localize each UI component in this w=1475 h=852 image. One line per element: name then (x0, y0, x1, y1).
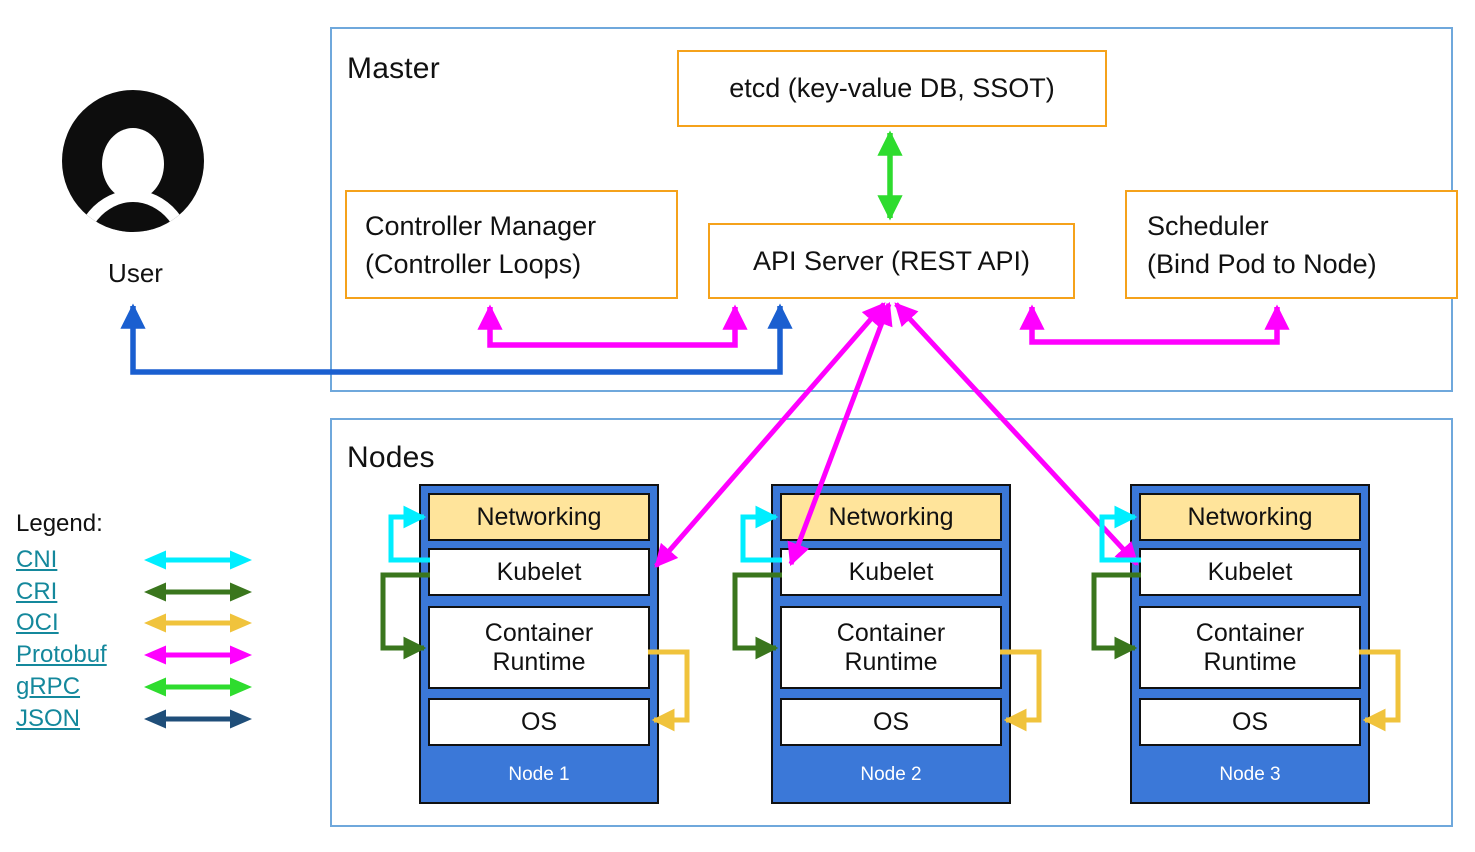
legend-link-oci[interactable]: OCI (16, 609, 59, 637)
scheduler-box: Scheduler (Bind Pod to Node) (1125, 190, 1458, 299)
node-1-name: Node 1 (508, 764, 570, 785)
legend-link-grpc[interactable]: gRPC (16, 673, 81, 701)
node-3-name: Node 3 (1219, 764, 1281, 785)
etcd-box: etcd (key-value DB, SSOT) (677, 50, 1107, 127)
oci-arrow-icon (144, 613, 252, 633)
legend-link-json[interactable]: JSON (16, 704, 81, 732)
controller-manager-label-line1: Controller Manager (365, 210, 597, 241)
cri-arrow-icon (144, 582, 252, 602)
networking-label: Networking (828, 502, 954, 531)
kubelet-label: Kubelet (1207, 557, 1293, 586)
node-2-kubelet-box: Kubelet (780, 548, 1002, 596)
node-2-name: Node 2 (860, 764, 922, 785)
legend-row-json: JSON (16, 703, 276, 735)
scheduler-label-line2: (Bind Pod to Node) (1147, 248, 1377, 279)
grpc-arrow-icon (144, 677, 252, 697)
etcd-label: etcd (key-value DB, SSOT) (729, 73, 1055, 103)
controller-manager-box: Controller Manager (Controller Loops) (345, 190, 678, 299)
controller-manager-label-line2: (Controller Loops) (365, 248, 582, 279)
node-2-container-runtime-box: Container Runtime (780, 606, 1002, 689)
protobuf-arrow-icon (144, 645, 252, 665)
legend-row-oci: OCI (16, 608, 276, 640)
user-icon (62, 90, 204, 232)
os-label: OS (520, 707, 558, 736)
node-3-box: Networking Kubelet Container Runtime OS … (1130, 484, 1370, 804)
node-3-kubelet-box: Kubelet (1139, 548, 1361, 596)
node-2-networking-box: Networking (780, 493, 1002, 541)
api-server-label: API Server (REST API) (752, 245, 1031, 276)
legend: Legend: CNI CRI OCI (16, 510, 276, 735)
legend-row-protobuf: Protobuf (16, 639, 276, 671)
legend-title: Legend: (16, 510, 103, 537)
json-arrow-icon (144, 709, 252, 729)
kubelet-label: Kubelet (496, 557, 582, 586)
legend-link-cni[interactable]: CNI (16, 545, 58, 573)
os-label: OS (1231, 707, 1269, 736)
kubelet-label: Kubelet (848, 557, 934, 586)
user-label: User (108, 258, 163, 288)
node-1-box: Networking Kubelet Container Runtime OS … (419, 484, 659, 804)
legend-link-protobuf[interactable]: Protobuf (16, 641, 107, 669)
os-label: OS (872, 707, 910, 736)
legend-row-grpc: gRPC (16, 671, 276, 703)
node-1-kubelet-box: Kubelet (428, 548, 650, 596)
scheduler-label-line1: Scheduler (1147, 210, 1269, 241)
node-3-os-box: OS (1139, 698, 1361, 746)
legend-row-cni: CNI (16, 544, 276, 576)
node-1-os-box: OS (428, 698, 650, 746)
legend-row-cri: CRI (16, 576, 276, 608)
api-server-box: API Server (REST API) (708, 223, 1075, 299)
node-1-container-runtime-box: Container Runtime (428, 606, 650, 689)
networking-label: Networking (1187, 502, 1313, 531)
nodes-section-title: Nodes (347, 441, 435, 474)
legend-link-cri[interactable]: CRI (16, 577, 58, 605)
container-runtime-label: Container Runtime (484, 618, 594, 676)
cni-arrow-icon (144, 550, 252, 570)
node-3-container-runtime-box: Container Runtime (1139, 606, 1361, 689)
node-2-box: Networking Kubelet Container Runtime OS … (771, 484, 1011, 804)
container-runtime-label: Container Runtime (836, 618, 946, 676)
container-runtime-label: Container Runtime (1195, 618, 1305, 676)
networking-label: Networking (476, 502, 602, 531)
node-1-networking-box: Networking (428, 493, 650, 541)
node-2-os-box: OS (780, 698, 1002, 746)
master-section-title: Master (347, 52, 440, 85)
node-3-networking-box: Networking (1139, 493, 1361, 541)
